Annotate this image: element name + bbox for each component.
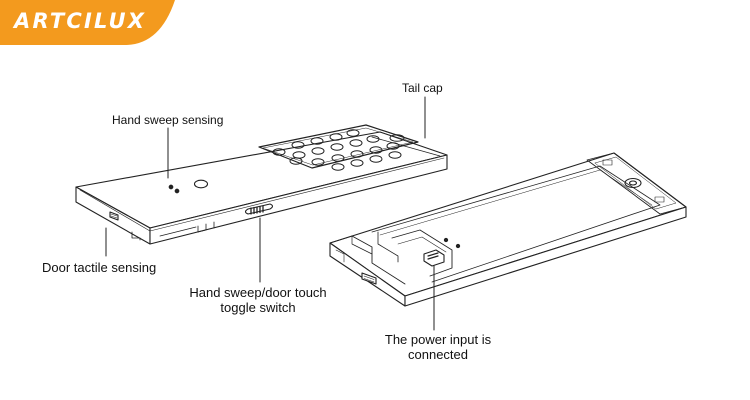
label-toggle-switch-2: toggle switch <box>220 300 296 315</box>
label-hand-sweep-sensing: Hand sweep sensing <box>112 113 224 127</box>
brand-tab-shape <box>0 0 175 45</box>
label-door-tactile-sensing: Door tactile sensing <box>42 260 157 275</box>
right-device <box>329 152 687 307</box>
label-power-input-1: The power input is <box>384 332 492 347</box>
left-device-side <box>149 154 448 245</box>
label-power-input-2: connected <box>408 347 468 362</box>
end-cap <box>586 152 687 215</box>
door-tactile-button <box>109 211 119 221</box>
brand-tab <box>0 0 175 45</box>
right-device-side <box>404 206 687 307</box>
leader-lines <box>105 96 435 331</box>
label-tail-cap: Tail cap <box>402 81 443 95</box>
toggle-switch <box>244 203 274 215</box>
led-dots <box>272 129 402 171</box>
power-connector <box>423 249 445 267</box>
label-toggle-switch-1: Hand sweep/door touch <box>189 285 327 300</box>
brand-logo: ARTCILUX <box>14 9 147 33</box>
left-device <box>75 124 448 245</box>
sensor-panel <box>258 124 419 169</box>
sensor-window <box>193 179 209 189</box>
